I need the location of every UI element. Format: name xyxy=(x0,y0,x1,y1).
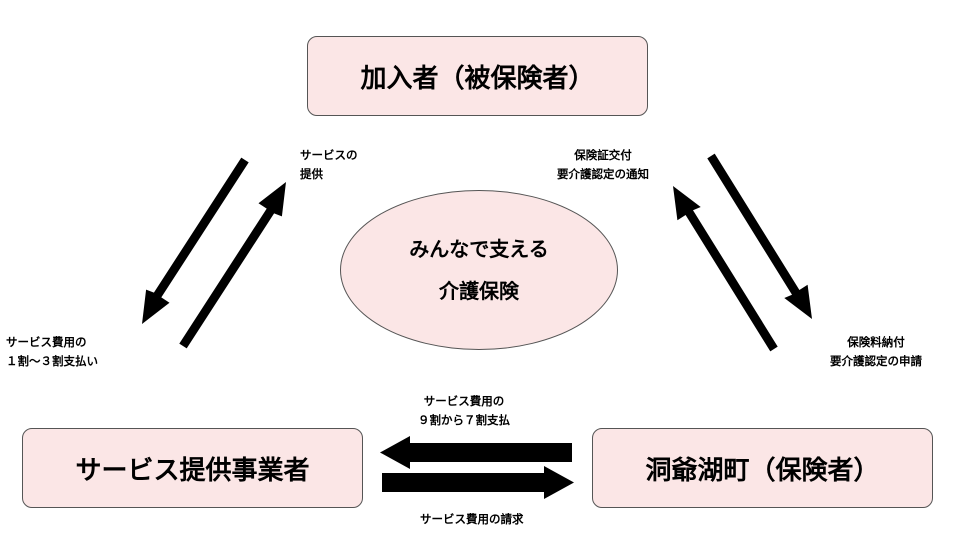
member-node-label: 加入者（被保険者） xyxy=(360,63,595,94)
center-line-1: みんなで支える xyxy=(409,237,549,261)
label-town-payment-line-1: サービス費用の xyxy=(423,394,505,408)
arrow-provider-to-member xyxy=(179,182,286,349)
label-insurance-cert-line-1: 保険証交付 xyxy=(574,148,632,162)
label-premium: 保険料納付 要介護認定の申請 xyxy=(830,333,922,371)
label-billing-line: サービス費用の請求 xyxy=(420,512,524,526)
member-node: 加入者（被保険者） xyxy=(307,36,648,116)
arrow-member-to-town xyxy=(707,153,812,319)
label-premium-line-2: 要介護認定の申請 xyxy=(830,354,922,368)
arrow-service-to-provider xyxy=(142,157,249,324)
label-billing: サービス費用の請求 xyxy=(420,510,524,529)
label-service-provision-line-1: サービスの xyxy=(300,148,358,162)
label-user-payment-line-2: １割～３割支払い xyxy=(6,354,98,368)
arrow-provider-to-town xyxy=(382,466,574,499)
provider-node: サービス提供事業者 xyxy=(22,428,363,508)
label-service-provision-line-2: 提供 xyxy=(300,167,323,181)
label-insurance-cert: 保険証交付 要介護認定の通知 xyxy=(557,146,649,184)
label-user-payment-line-1: サービス費用の xyxy=(6,335,87,349)
label-insurance-cert-line-2: 要介護認定の通知 xyxy=(557,167,649,181)
label-service-provision: サービスの 提供 xyxy=(300,146,358,184)
label-user-payment: サービス費用の １割～３割支払い xyxy=(6,333,98,371)
label-premium-line-1: 保険料納付 xyxy=(847,335,905,349)
arrow-town-to-member xyxy=(673,186,778,352)
label-town-payment: サービス費用の ９割から７割支払 xyxy=(418,392,510,430)
provider-node-label: サービス提供事業者 xyxy=(75,455,310,486)
center-ellipse: みんなで支える 介護保険 xyxy=(340,190,618,350)
town-node-label: 洞爺湖町（保険者） xyxy=(645,455,880,486)
town-node: 洞爺湖町（保険者） xyxy=(592,428,933,508)
label-town-payment-line-2: ９割から７割支払 xyxy=(418,413,510,427)
arrow-town-to-provider xyxy=(380,436,572,469)
center-line-2: 介護保険 xyxy=(439,279,519,303)
